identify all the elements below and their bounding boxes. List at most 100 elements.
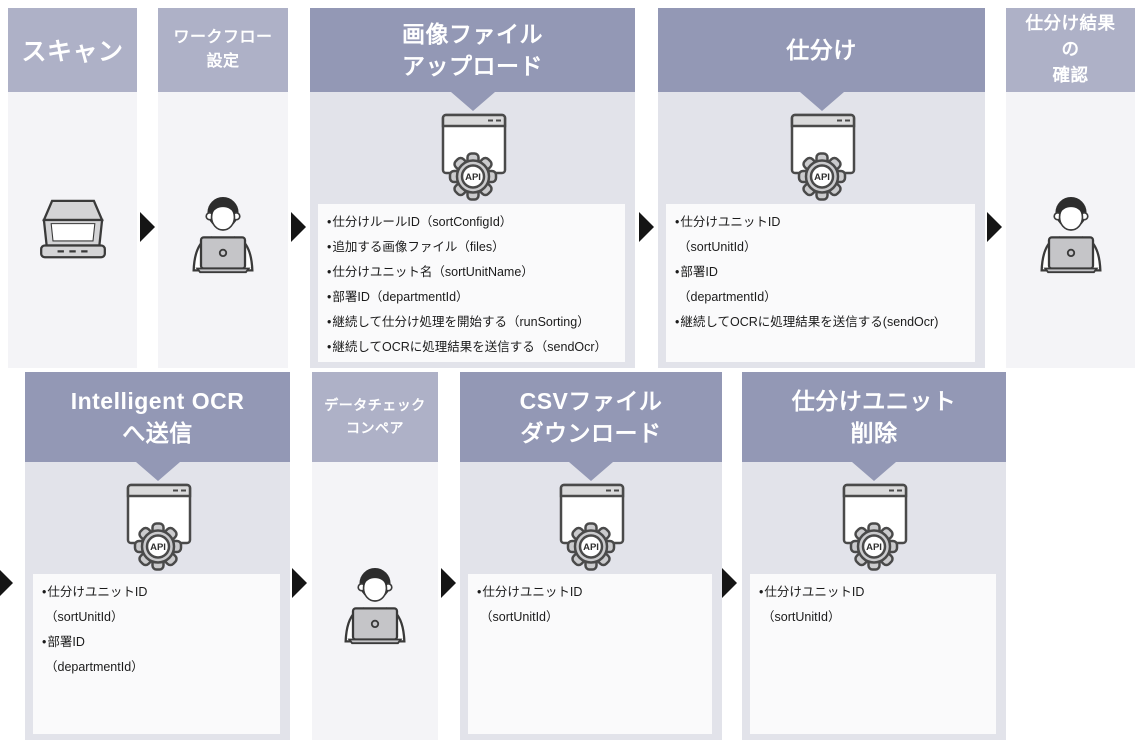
bullet: • xyxy=(327,315,332,329)
param-text: 継続してOCRに処理結果を送信する(sendOcr) xyxy=(680,315,939,329)
param-line: •仕分けユニット名（sortUnitName） xyxy=(327,260,621,285)
param-line: （sortUnitId） xyxy=(42,605,276,630)
flow-arrow-icon xyxy=(987,212,1002,242)
title-line: スキャン xyxy=(21,38,124,66)
step-body-sorting: API•仕分けユニットID（sortUnitId）•部署ID（departmen… xyxy=(658,92,985,368)
step-body-data-check-compare xyxy=(312,462,438,740)
param-line: •部署ID xyxy=(42,630,276,655)
bullet: • xyxy=(42,635,47,649)
step-scan: スキャン xyxy=(8,8,137,368)
param-line: •仕分けルールID（sortConfigId） xyxy=(327,210,621,235)
flow-arrow-icon xyxy=(291,212,306,242)
title-line: ワークフロー xyxy=(173,29,273,46)
param-text: （departmentId） xyxy=(45,660,144,674)
scanner-icon xyxy=(23,198,123,262)
param-line: •仕分けユニットID xyxy=(759,580,992,605)
param-text: 仕分けユニットID xyxy=(47,585,148,599)
param-text: 部署ID（departmentId） xyxy=(332,290,469,304)
param-text: （sortUnitId） xyxy=(45,610,124,624)
api-browser-icon: API xyxy=(830,462,918,574)
person-laptop-icon xyxy=(179,186,267,274)
param-text: 継続して仕分け処理を開始する（runSorting） xyxy=(332,315,590,329)
flow-arrow-icon xyxy=(0,568,13,598)
bullet: • xyxy=(327,340,332,354)
title-line: CSVファイル xyxy=(519,387,663,414)
svg-text:API: API xyxy=(583,542,599,553)
params-panel: •仕分けユニットID（sortUnitId）•部署ID（departmentId… xyxy=(666,204,975,362)
param-line: •継続してOCRに処理結果を送信する(sendOcr) xyxy=(675,310,971,335)
title-line: アップロード xyxy=(402,53,543,79)
header-pointer xyxy=(450,92,495,111)
param-text: 追加する画像ファイル（files） xyxy=(332,240,505,254)
title-line: 仕分けユニット xyxy=(791,387,957,414)
svg-text:API: API xyxy=(150,542,166,553)
param-line: •部署ID xyxy=(675,260,971,285)
flow-arrow-icon xyxy=(441,568,456,598)
params-panel: •仕分けユニットID（sortUnitId）•部署ID（departmentId… xyxy=(33,574,280,734)
svg-text:API: API xyxy=(465,172,481,183)
param-text: 継続してOCRに処理結果を送信する（sendOcr） xyxy=(332,340,608,354)
step-csv-download: CSVファイルダウンロード API •仕分けユニットID（sortUnitId） xyxy=(460,372,722,740)
param-line: •仕分けユニットID xyxy=(477,580,708,605)
param-line: （sortUnitId） xyxy=(759,605,992,630)
step-title-image-upload: 画像ファイルアップロード xyxy=(310,8,635,92)
param-text: （departmentId） xyxy=(678,290,777,304)
title-line: コンペア xyxy=(346,420,404,436)
flow-arrow-icon xyxy=(639,212,654,242)
param-text: 部署ID xyxy=(47,635,85,649)
step-body-scan xyxy=(8,92,137,368)
param-line: （sortUnitId） xyxy=(675,235,971,260)
title-line: へ送信 xyxy=(122,420,193,446)
header-pointer xyxy=(569,462,613,481)
api-browser-icon: API xyxy=(429,92,517,204)
params-panel: •仕分けユニットID（sortUnitId） xyxy=(468,574,712,734)
bullet: • xyxy=(327,215,332,229)
title-line: の xyxy=(1061,39,1080,60)
param-line: •追加する画像ファイル（files） xyxy=(327,235,621,260)
bullet: • xyxy=(675,215,680,229)
step-body-csv-download: API •仕分けユニットID（sortUnitId） xyxy=(460,462,722,740)
header-pointer xyxy=(135,462,180,481)
step-workflow-settings: ワークフロー設定 xyxy=(158,8,288,368)
step-sort-unit-delete: 仕分けユニット削除 API •仕分けユニットID （sortUnitId） xyxy=(742,372,1006,740)
param-text: 仕分けルールID（sortConfigId） xyxy=(332,215,513,229)
step-body-send-to-intelligent-ocr: API•仕分けユニットID（sortUnitId）•部署ID（departmen… xyxy=(25,462,290,740)
title-line: Intelligent OCR xyxy=(70,387,245,414)
params-panel: •仕分けユニットID （sortUnitId） xyxy=(750,574,996,734)
step-body-sort-result-check xyxy=(1006,92,1135,368)
svg-text:API: API xyxy=(866,542,882,553)
bullet: • xyxy=(477,585,482,599)
api-browser-icon: API xyxy=(547,462,635,574)
param-text: 仕分けユニットID xyxy=(482,585,583,599)
flow-arrow-icon xyxy=(140,212,155,242)
api-browser-icon: API xyxy=(114,462,202,574)
title-line: 設定 xyxy=(206,53,240,70)
title-line: 画像ファイル xyxy=(402,20,543,47)
param-line: •継続して仕分け処理を開始する（runSorting） xyxy=(327,310,621,335)
step-title-sorting: 仕分け xyxy=(658,8,985,92)
person-laptop-icon xyxy=(331,557,419,645)
title-line: 仕分け結果 xyxy=(1025,13,1116,34)
title-line: 削除 xyxy=(850,420,898,446)
param-line: •仕分けユニットID xyxy=(42,580,276,605)
flow-arrow-icon xyxy=(722,568,737,598)
bullet: • xyxy=(675,265,680,279)
step-body-workflow-settings xyxy=(158,92,288,368)
step-title-scan: スキャン xyxy=(8,8,137,92)
param-text: （sortUnitId） xyxy=(762,610,841,624)
step-title-sort-result-check: 仕分け結果の確認 xyxy=(1006,8,1135,92)
title-line: ダウンロード xyxy=(520,420,662,446)
header-pointer xyxy=(799,92,844,111)
header-pointer xyxy=(852,462,896,481)
step-title-send-to-intelligent-ocr: Intelligent OCR へ送信 xyxy=(25,372,290,462)
param-line: （departmentId） xyxy=(675,285,971,310)
step-sort-result-check: 仕分け結果の確認 xyxy=(1006,8,1135,368)
step-data-check-compare: データチェックコンペア xyxy=(312,372,438,740)
title-line: 仕分け xyxy=(786,36,857,63)
param-line: •継続してOCRに処理結果を送信する（sendOcr） xyxy=(327,335,621,360)
step-title-csv-download: CSVファイルダウンロード xyxy=(460,372,722,462)
step-body-sort-unit-delete: API •仕分けユニットID （sortUnitId） xyxy=(742,462,1006,740)
